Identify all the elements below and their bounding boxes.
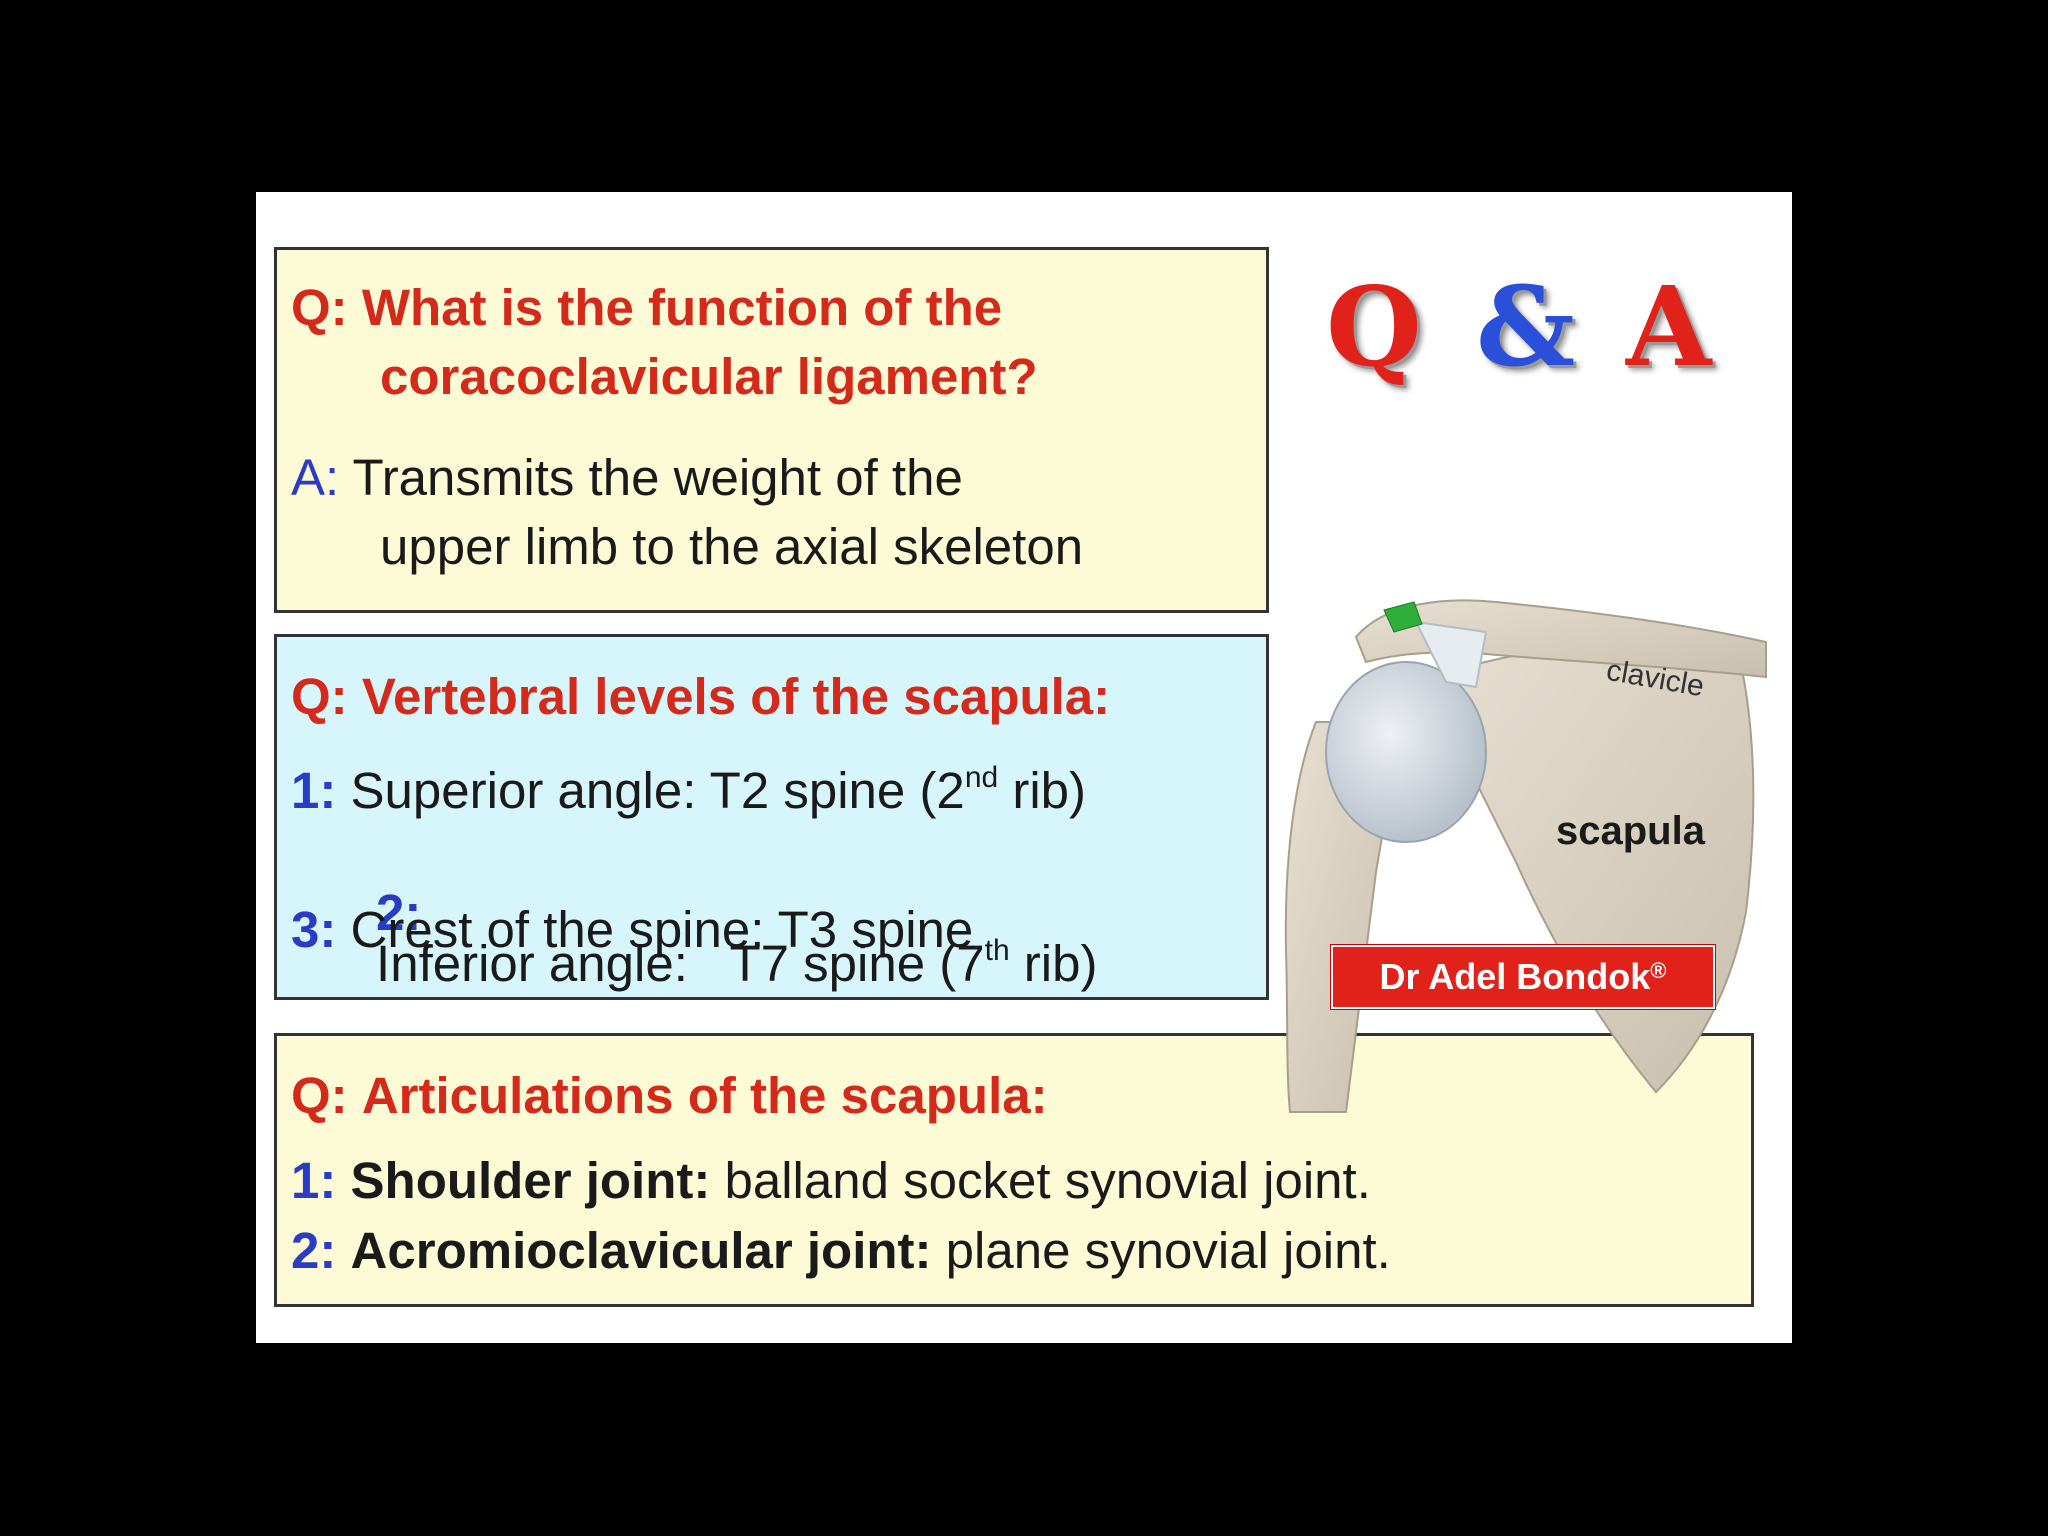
ligament-shape <box>1414 620 1488 689</box>
item-term: Shoulder joint: <box>350 1152 711 1209</box>
question-text: What is the function of the <box>361 279 1003 336</box>
qa-box-vertebral-levels: Q: Vertebral levels of the scapula: 1: S… <box>274 634 1269 1000</box>
item-number: 1: <box>291 1152 337 1209</box>
question-text: Articulations of the scapula: <box>361 1067 1048 1124</box>
qa-box-articulations: Q: Articulations of the scapula: 1: Shou… <box>274 1033 1754 1307</box>
scapula-label: scapula <box>1556 809 1705 853</box>
qa-title-ampersand: & <box>1476 262 1576 391</box>
answer-line-1: A: Transmits the weight of the <box>291 452 963 503</box>
question-line-2: coracoclavicular ligament? <box>380 348 1038 405</box>
list-item: 2: Inferior angle: T7 spine (7th rib) <box>291 836 1097 1040</box>
registered-mark: ® <box>1650 958 1667 983</box>
qa-box-coracoclavicular: Q: What is the function of the coracocla… <box>274 247 1269 613</box>
question-line: Q: Vertebral levels of the scapula: <box>291 671 1110 722</box>
item-text-end: rib) <box>1009 935 1098 992</box>
qa-title-q: Q <box>1326 262 1422 391</box>
question-line: Q: Articulations of the scapula: <box>291 1070 1048 1121</box>
qa-title-a: A <box>1626 262 1712 391</box>
slide: Q: What is the function of the coracocla… <box>256 192 1792 1343</box>
list-item: 1: Superior angle: T2 spine (2nd rib) <box>291 762 1087 819</box>
list-item: 2: Acromioclavicular joint: plane synovi… <box>291 1225 1391 1276</box>
answer-line-2: upper limb to the axial skeleton <box>380 518 1084 575</box>
item-text: balland socket synovial joint. <box>710 1152 1371 1209</box>
answer-text: Transmits the weight of the <box>352 449 963 506</box>
item-number: 1: <box>291 762 337 819</box>
question-label: Q: <box>291 1067 348 1124</box>
question-label: Q: <box>291 668 348 725</box>
item-text: plane synovial joint. <box>931 1222 1391 1279</box>
item-number: 2: <box>376 884 422 941</box>
item-superscript: th <box>984 934 1010 967</box>
list-item: 1: Shoulder joint: balland socket synovi… <box>291 1155 1371 1206</box>
item-text: Inferior angle: T7 spine (7 <box>376 935 985 992</box>
highlight-shape <box>1383 601 1423 633</box>
item-number: 2: <box>291 1222 337 1279</box>
shoulder-scapula-illustration <box>1284 599 1767 1113</box>
author-badge: Dr Adel Bondok® <box>1331 945 1715 1009</box>
qa-title: Q & A <box>1326 272 1746 382</box>
answer-label: A: <box>291 449 340 506</box>
question-label: Q: <box>291 279 348 336</box>
joint-capsule-shape <box>1325 661 1487 843</box>
item-text: Superior angle: T2 spine (2 <box>350 762 965 819</box>
item-text-end: rib) <box>998 762 1087 819</box>
question-line-1: Q: What is the function of the <box>291 282 1002 333</box>
list-item: 3: Crest of the spine: T3 spine <box>291 904 973 955</box>
item-term: Acromioclavicular joint: <box>350 1222 932 1279</box>
author-name: Dr Adel Bondok <box>1379 956 1651 997</box>
item-text: Crest of the spine: T3 spine <box>350 901 974 958</box>
question-text: Vertebral levels of the scapula: <box>361 668 1111 725</box>
item-number: 3: <box>291 901 337 958</box>
item-superscript: nd <box>964 761 999 794</box>
